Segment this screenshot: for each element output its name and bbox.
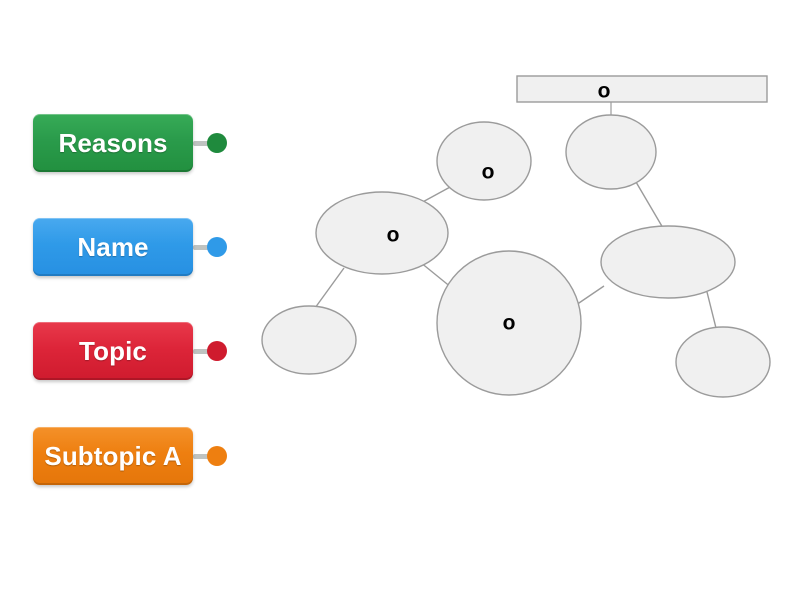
edge-right-mid-to-center-big xyxy=(575,285,605,306)
drop-target-marker-center-big[interactable]: o xyxy=(502,311,516,335)
draggable-label-subtopic-a[interactable]: Subtopic A xyxy=(33,427,193,485)
drop-target-marker-top-left-mid[interactable]: o xyxy=(481,160,495,184)
label-text: Name xyxy=(77,232,149,262)
label-text: Reasons xyxy=(58,128,168,158)
edge-top-right-to-right-mid xyxy=(635,181,664,229)
diagram-node-bottom-right[interactable] xyxy=(675,326,771,398)
label-text: Topic xyxy=(79,336,147,366)
edge-right-mid-to-bottom-right xyxy=(706,291,717,329)
diagram-node-top-right[interactable] xyxy=(565,114,657,190)
diagram-bar-node[interactable] xyxy=(516,75,768,103)
diagram-node-right-mid[interactable] xyxy=(600,225,736,299)
drop-target-marker-left-mid[interactable]: o xyxy=(386,223,400,247)
diagram-node-left-small[interactable] xyxy=(261,305,357,375)
draggable-label-name[interactable]: Name xyxy=(33,218,193,276)
label-text: Subtopic A xyxy=(44,441,182,471)
edge-left-mid-to-left-small xyxy=(314,267,345,309)
diagram-node-center-big[interactable] xyxy=(436,250,582,396)
edge-left-mid-to-center-big xyxy=(419,261,453,289)
diagram-nodes xyxy=(261,114,771,398)
diagram-node-top-left-mid[interactable] xyxy=(436,121,532,201)
draggable-label-reasons[interactable]: Reasons xyxy=(33,114,193,172)
diagram-node-left-mid[interactable] xyxy=(315,191,449,275)
draggable-label-topic[interactable]: Topic xyxy=(33,322,193,380)
drop-target-marker-bar[interactable]: o xyxy=(597,79,611,103)
